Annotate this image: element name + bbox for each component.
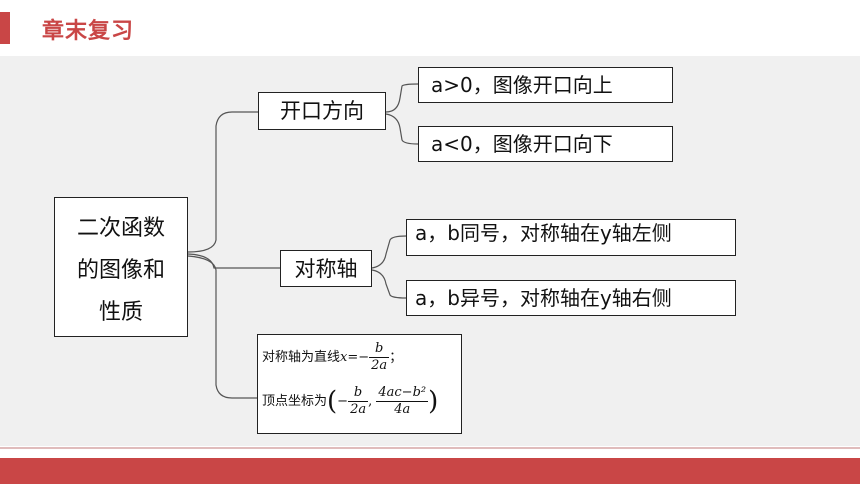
axis-diff-sign-leaf: a，b异号，对称轴在y轴右侧 bbox=[406, 280, 736, 316]
vertex-y-den: 4a bbox=[394, 402, 411, 417]
connector-opening-lower bbox=[385, 113, 419, 145]
connector-opening-upper bbox=[385, 83, 419, 113]
axis-formula-var: x bbox=[340, 350, 348, 365]
axis-same-sign-text: a，b同号，对称轴在y轴左侧 bbox=[415, 221, 672, 245]
axis-same-sign-leaf: a，b同号，对称轴在y轴左侧 bbox=[406, 219, 736, 256]
vertex-x-num: b bbox=[348, 385, 369, 402]
opening-direction-label: 开口方向 bbox=[280, 99, 364, 123]
footer-band bbox=[0, 458, 860, 484]
axis-diff-sign-text: a，b异号，对称轴在y轴右侧 bbox=[415, 286, 672, 310]
connector-axis-upper bbox=[371, 235, 407, 269]
vertex-x-den: 2a bbox=[350, 402, 367, 417]
axis-fraction-den: 2a bbox=[371, 358, 388, 373]
symmetry-axis-label: 对称轴 bbox=[294, 257, 358, 281]
axis-formula-prefix: 对称轴为直线 bbox=[262, 350, 341, 365]
vertex-formula-prefix: 顶点坐标为 bbox=[262, 394, 328, 409]
axis-fraction-num: b bbox=[369, 341, 390, 358]
opening-direction-node: 开口方向 bbox=[258, 92, 386, 130]
opening-positive-text: a>0，图像开口向上 bbox=[431, 73, 613, 97]
axis-formula-eq: =− bbox=[347, 350, 370, 365]
connector-root-top bbox=[187, 111, 258, 253]
opening-positive-leaf: a>0，图像开口向上 bbox=[418, 67, 673, 103]
opening-negative-text: a<0，图像开口向下 bbox=[431, 132, 613, 156]
footer-divider bbox=[0, 447, 860, 449]
connector-root-bottom bbox=[187, 255, 258, 399]
axis-formula-end: ； bbox=[389, 350, 403, 365]
vertex-close-paren: ) bbox=[428, 386, 439, 417]
root-line-2: 的图像和 bbox=[76, 258, 165, 283]
opening-negative-leaf: a<0，图像开口向下 bbox=[418, 126, 673, 162]
root-node: 二次函数 的图像和 性质 bbox=[54, 197, 188, 337]
connector-axis-lower bbox=[371, 269, 407, 299]
connector-root-mid bbox=[187, 253, 280, 269]
symmetry-axis-node: 对称轴 bbox=[280, 250, 372, 287]
root-line-3: 性质 bbox=[98, 300, 143, 325]
vertex-open-paren: ( bbox=[327, 386, 338, 417]
page-title: 章末复习 bbox=[42, 19, 135, 44]
vertex-y-num: 4ac−b² bbox=[376, 385, 429, 402]
root-line-1: 二次函数 bbox=[76, 216, 165, 241]
vertex-comma: , bbox=[368, 394, 377, 409]
vertex-neg-sign: − bbox=[337, 394, 349, 409]
header-accent-bar bbox=[0, 12, 10, 44]
